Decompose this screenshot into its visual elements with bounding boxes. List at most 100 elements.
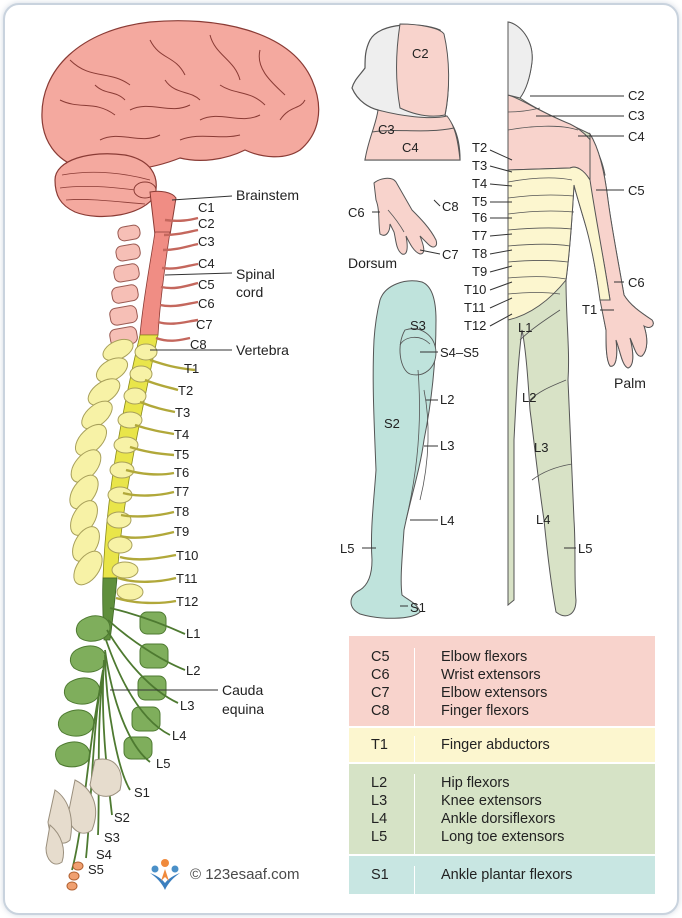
leg-s2: S2: [384, 416, 400, 431]
table-code: L2: [371, 775, 388, 791]
table-function: Long toe extensors: [441, 829, 565, 845]
table-function: Finger abductors: [441, 737, 550, 753]
body-c6: C6: [628, 275, 645, 290]
table-function: Elbow flexors: [441, 649, 528, 665]
spine-l3: L3: [180, 698, 194, 713]
hand-dermatome: [373, 177, 437, 255]
leg-s1: S1: [410, 600, 426, 615]
table-function: Wrist extensors: [441, 667, 541, 683]
table-code: L5: [371, 829, 388, 845]
hand-c8: C8: [442, 199, 459, 214]
head-c4: C4: [402, 140, 419, 155]
spine-c1: C1: [198, 200, 215, 215]
cervical-nerves: [155, 216, 199, 342]
spine-c4: C4: [198, 256, 215, 271]
spine-s3: S3: [104, 830, 120, 845]
leg-dermatome: [350, 280, 437, 619]
body-c5: C5: [628, 183, 645, 198]
spine-t1: T1: [184, 361, 199, 376]
table-group-thoracic: T1 Finger abductors: [349, 728, 655, 762]
table-function: Finger flexors: [441, 703, 529, 719]
body-t11: T11: [464, 300, 485, 315]
head-labels: C2 C3 C4: [378, 46, 429, 155]
spine-s2: S2: [114, 810, 130, 825]
table-code: C6: [371, 667, 390, 683]
table-group-sacral: S1 Ankle plantar flexors: [349, 856, 655, 894]
body-t3: T3: [472, 158, 487, 173]
label-brainstem: Brainstem: [236, 187, 299, 203]
spine-l1: L1: [186, 626, 200, 641]
body-l2: L2: [522, 390, 536, 405]
table-group-cervical: C5 C6 C7 C8 Elbow flexors Wrist extensor…: [349, 636, 655, 726]
spine-t2: T2: [178, 383, 193, 398]
body-t6: T6: [472, 210, 487, 225]
leg-l3: L3: [440, 438, 454, 453]
body-right-labels: C2 C3 C4 C5 C6 T1 Palm: [582, 88, 646, 391]
body-c2: C2: [628, 88, 645, 103]
thoracic-nerves: [115, 358, 196, 605]
watermark-text: © 123esaaf.com: [190, 865, 300, 883]
hand-c7: C7: [442, 247, 459, 262]
spine-t7: T7: [174, 484, 189, 499]
spine-c6: C6: [198, 296, 215, 311]
table-function: Knee extensors: [441, 793, 542, 809]
body-t7: T7: [472, 228, 487, 243]
spine-t9: T9: [174, 524, 189, 539]
watermark: © 123esaaf.com: [146, 857, 299, 891]
table-function: Elbow extensors: [441, 685, 548, 701]
spine-c8: C8: [190, 337, 207, 352]
body-l3: L3: [534, 440, 548, 455]
spine-s4: S4: [96, 847, 112, 862]
spine-t12: T12: [176, 594, 198, 609]
label-palm: Palm: [614, 375, 646, 391]
label-vertebra: Vertebra: [236, 342, 289, 358]
spine-t6: T6: [174, 465, 189, 480]
spine-t8: T8: [174, 504, 189, 519]
body-c4: C4: [628, 129, 645, 144]
body-l1: L1: [518, 320, 532, 335]
body-t4: T4: [472, 176, 487, 191]
body-l5: L5: [578, 541, 592, 556]
leg-s4-s5: S4–S5: [440, 345, 479, 360]
head-c3: C3: [378, 122, 395, 137]
body-c3: C3: [628, 108, 645, 123]
table-code: C8: [371, 703, 390, 719]
sacrum: [45, 758, 122, 891]
label-equina: equina: [222, 701, 264, 717]
cauda-equina-nerves: [71, 607, 186, 871]
spine-s1: S1: [134, 785, 150, 800]
body-t12: T12: [464, 318, 486, 333]
table-code: C7: [371, 685, 390, 701]
body-t2: T2: [472, 140, 487, 155]
body-t1: T1: [582, 302, 597, 317]
spine-c7: C7: [196, 317, 213, 332]
leg-l5: L5: [340, 541, 354, 556]
head-dermatome: [351, 23, 461, 161]
spine-l5: L5: [156, 756, 170, 771]
watermark-logo-icon: [150, 859, 180, 890]
label-spinal: Spinal: [236, 266, 275, 282]
table-function: Ankle dorsiflexors: [441, 811, 556, 827]
table-code: S1: [371, 867, 389, 883]
leg-l4: L4: [440, 513, 454, 528]
hand-c6: C6: [348, 205, 365, 220]
table-group-lumbar: L2 L3 L4 L5 Hip flexors Knee extensors A…: [349, 764, 655, 854]
spine-l2: L2: [186, 663, 200, 678]
label-cauda: Cauda: [222, 682, 263, 698]
table-function: Hip flexors: [441, 775, 510, 791]
label-cord: cord: [236, 284, 263, 300]
spine-l4: L4: [172, 728, 186, 743]
spine-s5: S5: [88, 862, 104, 877]
head-c2: C2: [412, 46, 429, 61]
table-code: C5: [371, 649, 390, 665]
leg-labels: S3 S4–S5 L2 S2 L3 L4 L5 S1: [340, 318, 479, 615]
body-t9: T9: [472, 264, 487, 279]
spine-c3: C3: [198, 234, 215, 249]
body-t5: T5: [472, 194, 487, 209]
leg-s3: S3: [410, 318, 426, 333]
body-l4: L4: [536, 512, 550, 527]
label-dorsum: Dorsum: [348, 255, 397, 271]
spine-c2: C2: [198, 216, 215, 231]
body-front-labels: L1 L2 L3 L4 L5: [518, 320, 592, 556]
